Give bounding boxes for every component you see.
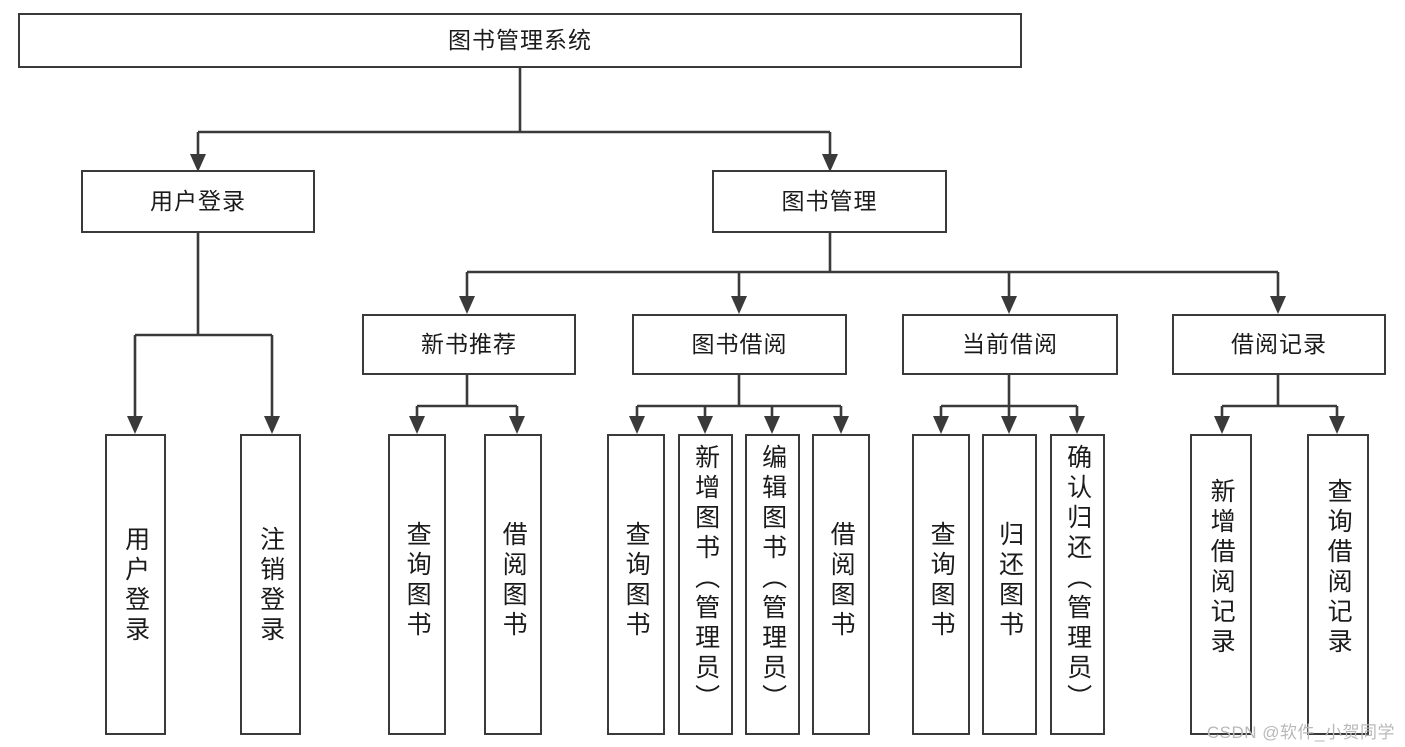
arrowhead-book-borrow bbox=[731, 296, 747, 314]
node-label: 图书管理系统 bbox=[448, 26, 592, 53]
leaf-confirm-return-admin[interactable]: 确认归还（管理员） bbox=[1050, 434, 1105, 735]
leaf-label: 借阅图书 bbox=[499, 521, 528, 641]
node-new-book-recommend[interactable]: 新书推荐 bbox=[362, 314, 576, 375]
node-label: 当前借阅 bbox=[962, 330, 1058, 357]
node-label: 借阅记录 bbox=[1231, 330, 1327, 357]
arrowhead-leaf-9 bbox=[1001, 416, 1017, 434]
node-label: 用户登录 bbox=[150, 187, 246, 214]
leaf-label: 查询图书 bbox=[927, 521, 956, 641]
leaf-label: 借阅图书 bbox=[827, 521, 856, 641]
leaf-user-login[interactable]: 用户登录 bbox=[105, 434, 166, 735]
leaf-label: 用户登录 bbox=[121, 526, 150, 646]
arrowhead-leaf-4 bbox=[629, 416, 645, 434]
leaf-query-books-borrow[interactable]: 查询图书 bbox=[607, 434, 665, 735]
arrowhead-leaf-10 bbox=[1069, 416, 1085, 434]
node-book-borrow[interactable]: 图书借阅 bbox=[632, 314, 847, 375]
arrowhead-leaf-2 bbox=[409, 416, 425, 434]
leaf-query-borrow-record[interactable]: 查询借阅记录 bbox=[1307, 434, 1369, 735]
leaf-return-books[interactable]: 归还图书 bbox=[982, 434, 1037, 735]
arrowhead-leaf-8 bbox=[933, 416, 949, 434]
node-current-borrow[interactable]: 当前借阅 bbox=[902, 314, 1118, 375]
leaf-label: 查询图书 bbox=[403, 521, 432, 641]
leaf-logout[interactable]: 注销登录 bbox=[240, 434, 301, 735]
node-book-management[interactable]: 图书管理 bbox=[712, 170, 947, 233]
arrowhead-leaf-1 bbox=[264, 416, 280, 434]
node-borrow-record[interactable]: 借阅记录 bbox=[1172, 314, 1386, 375]
leaf-edit-book-admin[interactable]: 编辑图书（管理员） bbox=[745, 434, 800, 735]
leaf-label: 注销登录 bbox=[256, 526, 285, 646]
node-root-book-management-system[interactable]: 图书管理系统 bbox=[18, 13, 1022, 68]
leaf-borrow-books-borrow[interactable]: 借阅图书 bbox=[812, 434, 870, 735]
arrowhead-leaf-5 bbox=[697, 416, 713, 434]
node-label: 图书借阅 bbox=[691, 330, 788, 357]
leaf-label: 新增借阅记录 bbox=[1207, 478, 1236, 658]
leaf-query-books-current[interactable]: 查询图书 bbox=[912, 434, 970, 735]
leaf-query-books-new[interactable]: 查询图书 bbox=[388, 434, 446, 735]
watermark-text: CSDN @软件_小贺同学 bbox=[1206, 723, 1395, 742]
leaf-label: 查询借阅记录 bbox=[1324, 478, 1353, 658]
leaf-label: 编辑图书（管理员） bbox=[758, 444, 787, 714]
node-label: 新书推荐 bbox=[421, 330, 517, 357]
leaf-label: 查询图书 bbox=[622, 521, 651, 641]
arrowhead-leaf-12 bbox=[1329, 416, 1345, 434]
arrowhead-leaf-7 bbox=[833, 416, 849, 434]
arrowhead-current-borrow bbox=[1001, 296, 1017, 314]
arrowhead-borrow-record bbox=[1270, 296, 1286, 314]
arrowhead-leaf-6 bbox=[764, 416, 780, 434]
node-label: 图书管理 bbox=[781, 187, 878, 214]
arrowhead-leaf-11 bbox=[1214, 416, 1230, 434]
leaf-add-book-admin[interactable]: 新增图书（管理员） bbox=[678, 434, 733, 735]
leaf-label: 归还图书 bbox=[995, 521, 1024, 641]
arrowhead-new-book bbox=[459, 296, 475, 314]
arrowhead-leaf-0 bbox=[127, 416, 143, 434]
leaf-borrow-books-new[interactable]: 借阅图书 bbox=[484, 434, 542, 735]
leaf-label: 确认归还（管理员） bbox=[1063, 444, 1092, 714]
arrowhead-leaf-3 bbox=[509, 416, 525, 434]
leaf-label: 新增图书（管理员） bbox=[691, 444, 720, 714]
node-user-login[interactable]: 用户登录 bbox=[81, 170, 315, 233]
leaf-add-borrow-record[interactable]: 新增借阅记录 bbox=[1190, 434, 1252, 735]
